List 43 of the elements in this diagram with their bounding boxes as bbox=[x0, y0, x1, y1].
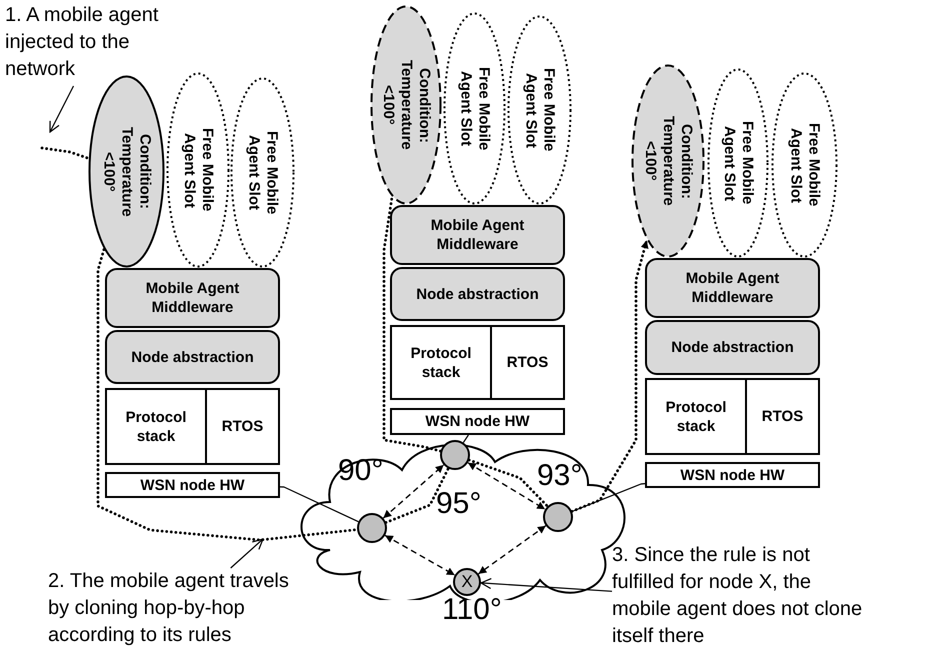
free-slot-ellipse: Free Mobile Agent Slot bbox=[771, 72, 838, 258]
layer-box: RTOS bbox=[745, 378, 820, 455]
arrow bbox=[480, 578, 612, 592]
layer-box: WSN node HW bbox=[390, 408, 565, 435]
link-arrow bbox=[478, 525, 546, 574]
free-slot-ellipse: Free Mobile Agent Slot bbox=[230, 77, 295, 268]
agent-path bbox=[40, 146, 90, 160]
agent-path bbox=[570, 238, 648, 513]
layer-box: Node abstraction bbox=[390, 267, 565, 321]
temperature-label: 93° bbox=[537, 460, 582, 492]
layer-box: Mobile Agent Middleware bbox=[390, 205, 565, 265]
link-arrow bbox=[382, 464, 444, 519]
agent-ellipse: Condition: Temperature <100° bbox=[370, 5, 442, 205]
agent-path bbox=[384, 467, 450, 524]
free-slot-ellipse: Free Mobile Agent Slot bbox=[507, 15, 572, 205]
layer-box: RTOS bbox=[205, 388, 280, 465]
layer-box: WSN node HW bbox=[105, 472, 280, 498]
layer-box: RTOS bbox=[490, 325, 565, 400]
layer-box: Protocol stack bbox=[390, 325, 492, 400]
free-slot-ellipse: Free Mobile Agent Slot bbox=[707, 68, 769, 258]
leader-line bbox=[462, 434, 469, 443]
arrow bbox=[49, 86, 74, 133]
annotation-text: 2. The mobile agent travels by cloning hop-by-hop according to its rules bbox=[48, 568, 313, 658]
temperature-label: 95° bbox=[436, 488, 482, 520]
agent-path bbox=[382, 196, 442, 452]
agent-path bbox=[96, 248, 358, 542]
layer-box: Node abstraction bbox=[645, 320, 820, 375]
leader-line bbox=[572, 483, 646, 512]
arrow bbox=[230, 538, 264, 568]
layer-box: Protocol stack bbox=[645, 378, 747, 455]
leader-line bbox=[280, 486, 359, 522]
agent-ellipse: Condition: Temperature <100° bbox=[88, 75, 165, 268]
agent-ellipse: Condition: Temperature <100° bbox=[631, 64, 705, 258]
free-slot-ellipse: Free Mobile Agent Slot bbox=[166, 72, 230, 268]
temperature-label: 110° bbox=[442, 594, 502, 626]
layer-box: Mobile Agent Middleware bbox=[105, 268, 280, 328]
layer-box: Node abstraction bbox=[105, 330, 280, 384]
layer-box: Protocol stack bbox=[105, 388, 207, 465]
link-arrow bbox=[384, 534, 456, 576]
free-slot-ellipse: Free Mobile Agent Slot bbox=[443, 12, 506, 205]
annotation-text: 3. Since the rule is not fulfilled for node X, the mobile agent does not clone itself there bbox=[612, 542, 867, 657]
layer-box: WSN node HW bbox=[645, 462, 820, 488]
layer-box: Mobile Agent Middleware bbox=[645, 258, 820, 318]
